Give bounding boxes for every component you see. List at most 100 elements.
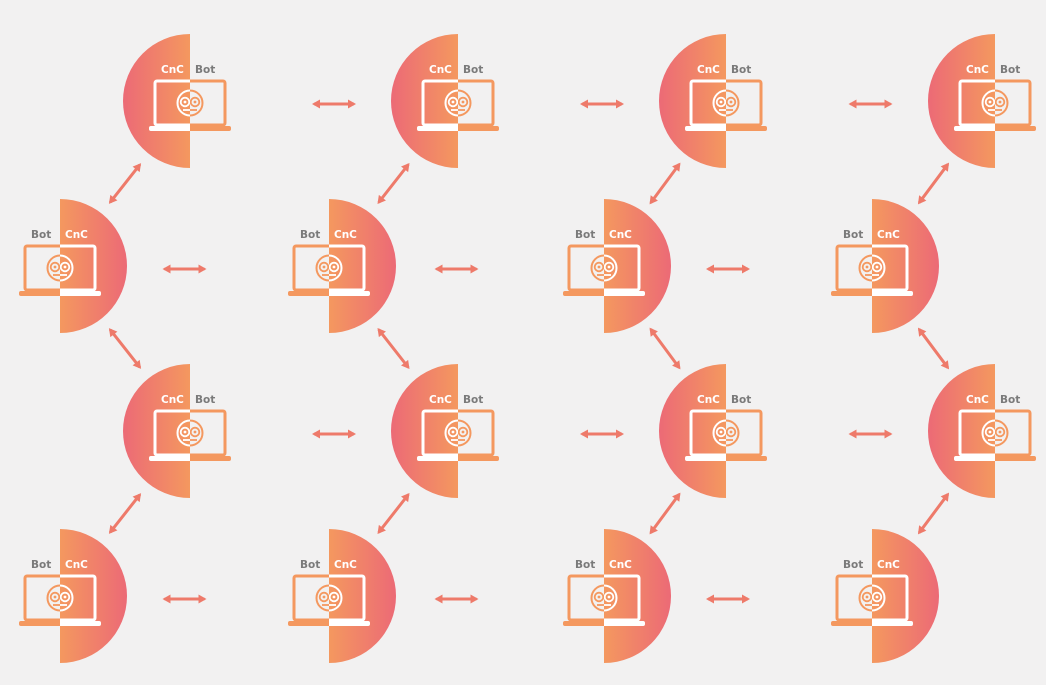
bot-label: Bot [195, 64, 215, 76]
laptop-icon [685, 79, 767, 131]
bot-label: Bot [575, 559, 595, 571]
bot-face-icon [858, 254, 886, 282]
bot-face-icon [176, 419, 204, 447]
cnc-label: CnC [65, 229, 88, 241]
bot-face-icon [444, 419, 472, 447]
connection-arrow-n-1-0-n-1-1 [162, 264, 207, 274]
connection-arrow-n-0-0-n-0-1 [312, 99, 356, 109]
cnc-label: CnC [877, 559, 900, 571]
laptop-icon [954, 79, 1036, 131]
botnet-node-n-0-1: CnC Bot [391, 34, 499, 168]
bot-label: Bot [463, 64, 483, 76]
botnet-node-n-2-1: CnC Bot [391, 364, 499, 498]
connection-arrow-n-1-0-n-2-0 [108, 328, 142, 369]
laptop-icon [417, 409, 499, 461]
bot-face-icon [712, 89, 740, 117]
bot-face-icon [590, 584, 618, 612]
connection-arrow-n-2-2-n-3-2 [649, 492, 681, 535]
connection-arrow-n-1-2-n-1-3 [706, 264, 750, 274]
bot-label: Bot [31, 229, 51, 241]
cnc-label: CnC [966, 64, 989, 76]
botnet-node-n-1-1: CnC Bot [288, 199, 396, 333]
botnet-node-n-0-0: CnC Bot [123, 34, 231, 168]
cnc-label: CnC [877, 229, 900, 241]
bot-face-icon [315, 254, 343, 282]
bot-label: Bot [731, 64, 751, 76]
bot-face-icon [315, 584, 343, 612]
laptop-icon [563, 574, 645, 626]
connection-arrow-n-1-1-n-2-1 [377, 328, 410, 369]
cnc-label: CnC [966, 394, 989, 406]
connection-arrow-n-2-0-n-3-0 [108, 493, 142, 534]
botnet-node-n-3-3: CnC Bot [831, 529, 939, 663]
bot-face-icon [858, 584, 886, 612]
bot-label: Bot [300, 229, 320, 241]
connection-arrow-n-3-2-n-3-3 [706, 594, 750, 604]
connection-arrow-n-0-1-n-1-1 [377, 163, 410, 204]
bot-label: Bot [195, 394, 215, 406]
bot-label: Bot [1000, 64, 1020, 76]
laptop-icon [288, 244, 370, 296]
cnc-label: CnC [429, 394, 452, 406]
laptop-icon [831, 244, 913, 296]
cnc-label: CnC [697, 64, 720, 76]
bot-face-icon [46, 584, 74, 612]
bot-face-icon [712, 419, 740, 447]
cnc-label: CnC [609, 559, 632, 571]
cnc-label: CnC [161, 64, 184, 76]
laptop-icon [149, 409, 231, 461]
connection-arrow-n-0-3-n-1-3 [917, 162, 950, 205]
bot-label: Bot [731, 394, 751, 406]
connections [108, 99, 950, 604]
laptop-icon [954, 409, 1036, 461]
connection-arrow-n-1-2-n-2-2 [649, 327, 681, 370]
laptop-icon [19, 244, 101, 296]
laptop-icon [563, 244, 645, 296]
connection-arrow-n-0-1-n-0-2 [580, 99, 624, 109]
connection-arrow-n-2-2-n-2-3 [848, 429, 893, 439]
connection-arrow-n-2-0-n-2-1 [312, 429, 356, 439]
laptop-icon [685, 409, 767, 461]
cnc-label: CnC [161, 394, 184, 406]
connection-arrow-n-2-1-n-3-1 [377, 493, 410, 534]
laptop-icon [417, 79, 499, 131]
botnet-node-n-3-2: CnC Bot [563, 529, 671, 663]
connection-arrow-n-0-0-n-1-0 [108, 163, 142, 204]
connection-arrow-n-0-2-n-0-3 [848, 99, 893, 109]
cnc-label: CnC [697, 394, 720, 406]
bot-face-icon [981, 89, 1009, 117]
bot-label: Bot [843, 559, 863, 571]
bot-label: Bot [300, 559, 320, 571]
laptop-icon [831, 574, 913, 626]
cnc-label: CnC [334, 229, 357, 241]
botnet-node-n-2-3: CnC Bot [928, 364, 1036, 498]
bot-face-icon [444, 89, 472, 117]
botnet-node-n-2-2: CnC Bot [659, 364, 767, 498]
bot-label: Bot [1000, 394, 1020, 406]
bot-face-icon [590, 254, 618, 282]
connection-arrow-n-3-0-n-3-1 [162, 594, 207, 604]
cnc-label: CnC [334, 559, 357, 571]
bot-face-icon [176, 89, 204, 117]
laptop-icon [288, 574, 370, 626]
bot-label: Bot [843, 229, 863, 241]
bot-label: Bot [463, 394, 483, 406]
laptop-icon [19, 574, 101, 626]
cnc-label: CnC [429, 64, 452, 76]
botnet-node-n-2-0: CnC Bot [123, 364, 231, 498]
bot-label: Bot [575, 229, 595, 241]
bot-face-icon [981, 419, 1009, 447]
cnc-label: CnC [609, 229, 632, 241]
botnet-node-n-3-1: CnC Bot [288, 529, 396, 663]
botnet-node-n-0-3: CnC Bot [928, 34, 1036, 168]
connection-arrow-n-1-3-n-2-3 [917, 327, 950, 370]
botnet-node-n-0-2: CnC Bot [659, 34, 767, 168]
bot-face-icon [46, 254, 74, 282]
botnet-node-n-1-3: CnC Bot [831, 199, 939, 333]
laptop-icon [149, 79, 231, 131]
connection-arrow-n-0-2-n-1-2 [649, 162, 681, 205]
connection-arrow-n-3-1-n-3-2 [434, 594, 479, 604]
